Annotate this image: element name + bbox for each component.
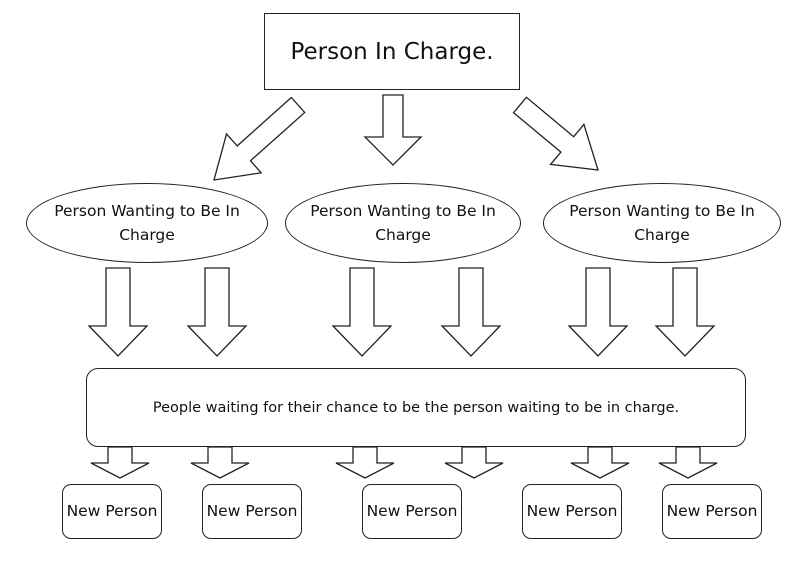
arrow-mid-2 bbox=[186, 267, 248, 357]
new-person-box-3: New Person bbox=[362, 484, 462, 539]
person-in-charge-box: Person In Charge. bbox=[264, 13, 520, 90]
arrow-top-center bbox=[363, 94, 423, 166]
arrow-mid-6 bbox=[654, 267, 716, 357]
arrow-low-6 bbox=[658, 446, 718, 479]
new-person-label-4: New Person bbox=[526, 502, 618, 520]
new-person-box-4: New Person bbox=[522, 484, 622, 539]
arrow-low-1 bbox=[90, 446, 150, 479]
arrow-low-3 bbox=[335, 446, 395, 479]
wanting-ellipse-2: Person Wanting to Be In Charge bbox=[285, 183, 521, 263]
arrow-top-left bbox=[213, 96, 306, 181]
new-person-box-1: New Person bbox=[62, 484, 162, 539]
wanting-label-3: Person Wanting to Be In Charge bbox=[569, 202, 755, 244]
new-person-label-2: New Person bbox=[206, 502, 298, 520]
new-person-label-5: New Person bbox=[666, 502, 758, 520]
person-in-charge-label: Person In Charge. bbox=[290, 38, 494, 65]
arrow-mid-3 bbox=[331, 267, 393, 357]
arrow-mid-4 bbox=[440, 267, 502, 357]
arrow-top-right bbox=[512, 96, 599, 171]
new-person-box-5: New Person bbox=[662, 484, 762, 539]
new-person-label-3: New Person bbox=[366, 502, 458, 520]
arrow-low-2 bbox=[190, 446, 250, 479]
wanting-label-1: Person Wanting to Be In Charge bbox=[54, 202, 240, 244]
arrow-low-5 bbox=[570, 446, 630, 479]
wanting-ellipse-1: Person Wanting to Be In Charge bbox=[26, 183, 268, 263]
new-person-box-2: New Person bbox=[202, 484, 302, 539]
wanting-ellipse-3: Person Wanting to Be In Charge bbox=[543, 183, 781, 263]
arrow-mid-5 bbox=[567, 267, 629, 357]
arrow-low-4 bbox=[444, 446, 504, 479]
waiting-people-label: People waiting for their chance to be th… bbox=[152, 399, 680, 416]
wanting-label-2: Person Wanting to Be In Charge bbox=[310, 202, 496, 244]
waiting-people-box: People waiting for their chance to be th… bbox=[86, 368, 746, 447]
arrow-mid-1 bbox=[87, 267, 149, 357]
new-person-label-1: New Person bbox=[66, 502, 158, 520]
